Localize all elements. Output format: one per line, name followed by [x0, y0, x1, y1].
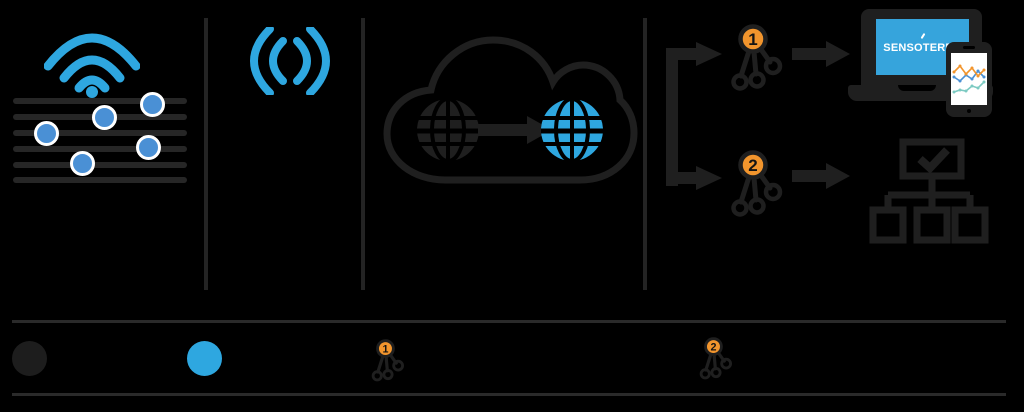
node-1-label: 1 — [748, 30, 757, 49]
smartphone-icon — [946, 42, 992, 117]
globe-dark-icon — [417, 97, 479, 163]
arrow-to-system — [792, 163, 850, 189]
soil-line — [13, 146, 187, 152]
branch-split-arrows — [666, 42, 722, 190]
panel-cloud — [362, 0, 643, 300]
panel-divider-1 — [204, 18, 208, 290]
sensor-dot — [70, 151, 95, 176]
panel-outputs: 1 2 — [644, 0, 1024, 300]
logo-probe-mark — [920, 32, 926, 40]
sensor-dot — [92, 105, 117, 130]
legend-node-2: 2 — [699, 337, 732, 380]
cloud-arrow-icon — [478, 116, 552, 144]
sensor-dot — [136, 135, 161, 160]
flowchart-check-icon — [869, 138, 989, 244]
legend-blue-dot — [187, 341, 222, 376]
cloud-icon — [383, 36, 638, 184]
arrow-to-app — [792, 41, 850, 67]
sensor-dot — [140, 92, 165, 117]
globe-blue-icon — [541, 97, 603, 163]
laptop-base-notch — [898, 85, 936, 91]
phone-screen — [951, 53, 987, 105]
panel-divider-3 — [643, 18, 647, 290]
soil-line — [13, 177, 187, 183]
legend-bottom-line — [12, 393, 1006, 396]
data-node-2: 2 — [731, 150, 783, 217]
soil-line — [13, 162, 187, 168]
data-node-1: 1 — [731, 24, 783, 91]
soil-line — [13, 98, 187, 104]
node-2-label: 2 — [748, 156, 757, 175]
legend-dark-dot — [12, 341, 47, 376]
wifi-icon — [44, 33, 140, 98]
phone-chart-lines — [952, 64, 986, 94]
legend-top-line — [12, 320, 1006, 323]
panel-sensors — [0, 0, 204, 300]
panel-divider-2 — [361, 18, 365, 290]
panel-signal — [205, 0, 361, 300]
brand-logo-text: SENSOTERRA — [883, 42, 962, 54]
signal-arcs-icon — [250, 27, 330, 95]
legend-node-1-label: 1 — [382, 343, 388, 355]
legend-node-1: 1 — [371, 339, 404, 382]
phone-home-button — [967, 109, 971, 113]
soil-line — [13, 130, 187, 136]
legend-node-2-label: 2 — [710, 341, 716, 353]
phone-speaker — [963, 46, 975, 49]
sensor-dot — [34, 121, 59, 146]
